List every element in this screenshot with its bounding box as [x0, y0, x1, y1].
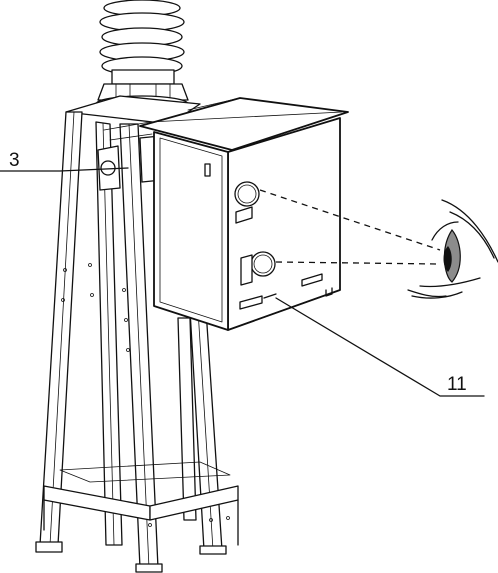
callout-11: 11 [275, 297, 485, 397]
lower-viewing-window [240, 251, 276, 286]
callout-label-11: 11 [447, 374, 467, 395]
callout-3: 3 [0, 150, 129, 172]
sight-lines [259, 189, 441, 265]
upper-viewing-window [234, 181, 260, 224]
insulator-icon [95, 0, 189, 113]
eye-icon [407, 199, 498, 299]
support-frame [35, 95, 239, 573]
control-cabinet [139, 97, 349, 331]
callout-label-3: 3 [9, 150, 20, 171]
